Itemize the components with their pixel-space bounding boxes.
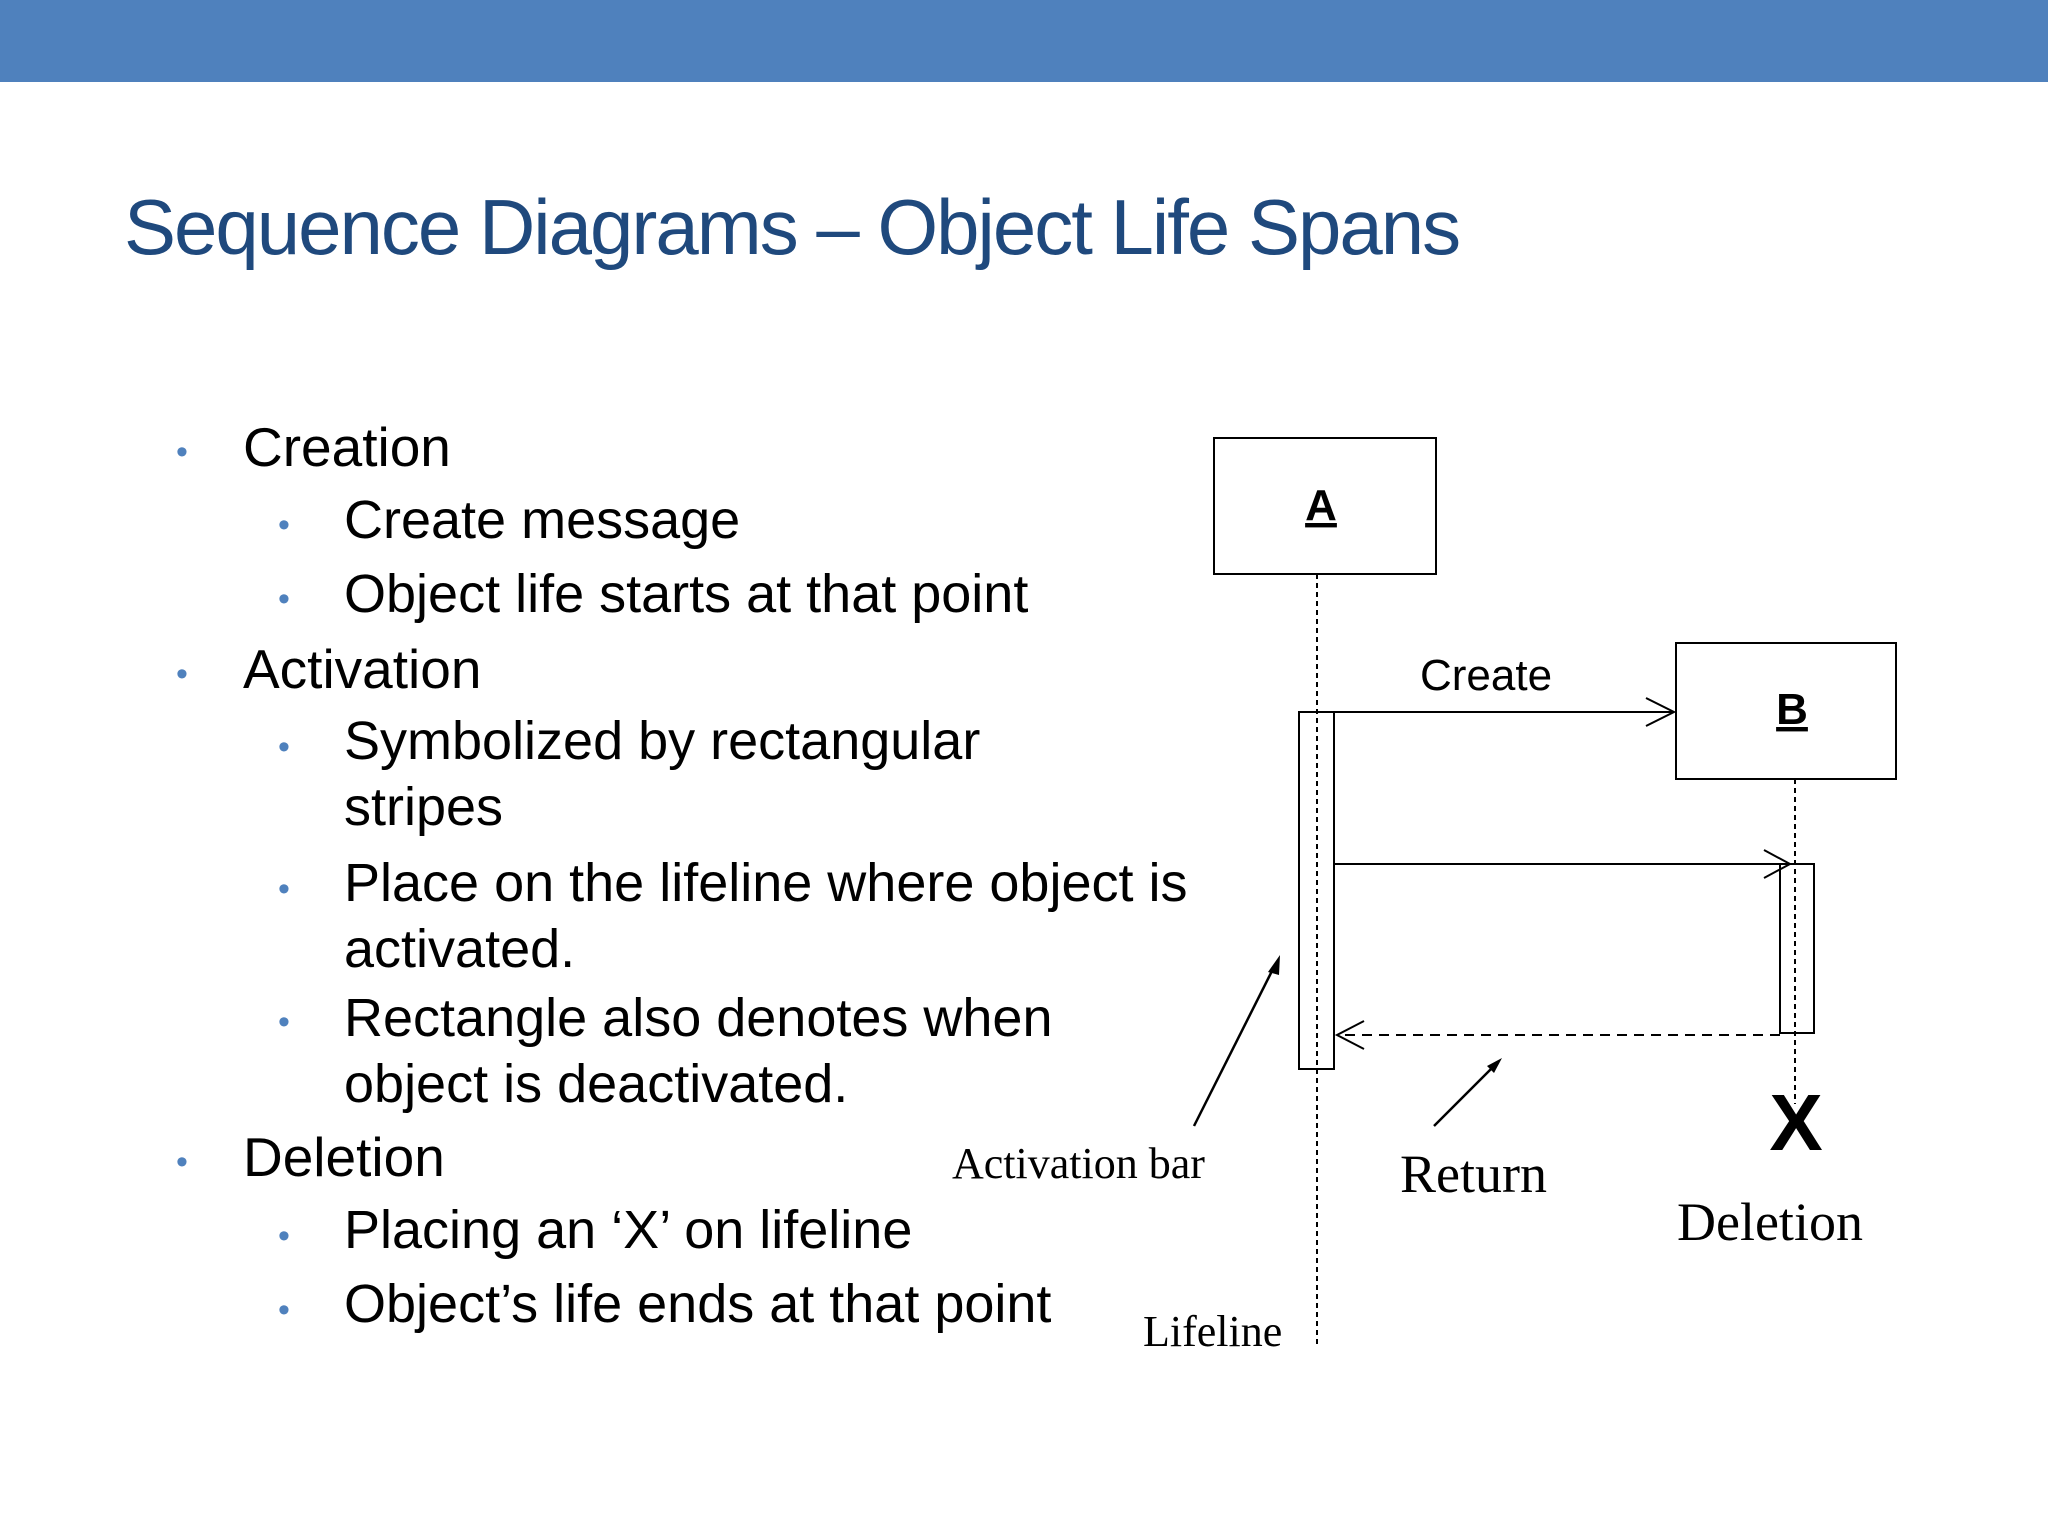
- activation-bar-b: [1779, 863, 1815, 1034]
- bullet-text: Placing an ‘X’ on lifeline: [344, 1200, 913, 1260]
- deletion-x-mark: X: [1769, 1078, 1822, 1167]
- bullet-text: Creation: [243, 416, 451, 478]
- return-label: Return: [1400, 1144, 1547, 1204]
- bullet-text: Activation: [243, 638, 482, 700]
- bullet-marker: •: [278, 1003, 290, 1041]
- lifeline-label: Lifeline: [1143, 1307, 1282, 1356]
- slide-title: Sequence Diagrams – Object Life Spans: [124, 183, 1461, 271]
- bullet-text: Create message: [344, 490, 741, 550]
- bullet-text: Place on the lifeline where object is ac…: [344, 853, 1188, 979]
- bullet-marker: •: [278, 1291, 290, 1329]
- return-pointer-line: [1433, 1062, 1498, 1127]
- bullet-marker: •: [176, 655, 188, 693]
- activation-pointer-line: [1192, 964, 1277, 1127]
- object-b-box: [1675, 642, 1897, 780]
- bullet-marker: •: [176, 1143, 188, 1181]
- create-message-label: Create: [1420, 651, 1552, 700]
- deletion-label: Deletion: [1677, 1192, 1863, 1252]
- activation-bar-a: [1298, 711, 1335, 1070]
- activation-bar-label: Activation bar: [952, 1139, 1205, 1188]
- object-a-label: A: [1305, 481, 1337, 530]
- bullet-list: • Creation • Create message • Object lif…: [176, 416, 1188, 1334]
- return-arrowhead: [1334, 1020, 1365, 1050]
- bullet-text: Symbolized by rectangular stripes: [344, 711, 981, 837]
- bullet-text: Deletion: [243, 1126, 445, 1188]
- bullet-text: Object’s life ends at that point: [344, 1274, 1052, 1334]
- object-b-label: B: [1776, 685, 1808, 734]
- call-arrowhead: [1763, 849, 1793, 879]
- top-accent-bar: [0, 0, 2048, 82]
- bullet-marker: •: [278, 728, 290, 766]
- bullet-marker: •: [278, 580, 290, 618]
- bullet-marker: •: [176, 433, 188, 471]
- deletion-x-label: X: [1769, 1078, 1822, 1167]
- object-a-box: [1213, 437, 1437, 575]
- bullet-marker: •: [278, 1217, 290, 1255]
- activation-pointer-head: [1268, 955, 1280, 975]
- create-arrowhead: [1645, 697, 1677, 727]
- bullet-marker: •: [278, 506, 290, 544]
- return-pointer-head: [1487, 1058, 1502, 1073]
- bullet-marker: •: [278, 870, 290, 908]
- bullet-text: Object life starts at that point: [344, 564, 1029, 624]
- bullet-text: Rectangle also denotes when object is de…: [344, 988, 1053, 1114]
